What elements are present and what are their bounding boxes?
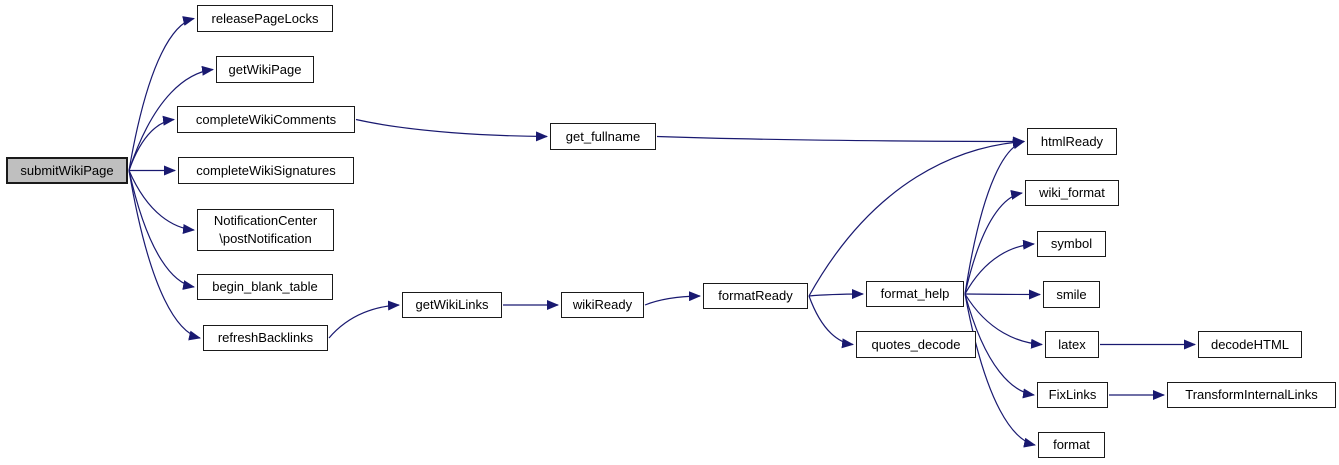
edge-submitWikiPage-to-releasePageLocks bbox=[128, 16, 195, 171]
edge-get_fullname-to-htmlReady bbox=[656, 135, 1025, 147]
graph-node-label: NotificationCenter \postNotification bbox=[213, 213, 318, 246]
edge-submitWikiPage-to-refreshBacklinks bbox=[128, 170, 201, 341]
graph-node-get_fullname[interactable]: get_fullname bbox=[550, 123, 656, 150]
graph-node-wiki_format[interactable]: wiki_format bbox=[1025, 180, 1119, 206]
graph-node-smile[interactable]: smile bbox=[1043, 281, 1100, 308]
graph-node-latex[interactable]: latex bbox=[1045, 331, 1099, 358]
edge-format_help-to-latex bbox=[964, 293, 1043, 349]
graph-node-label: TransformInternalLinks bbox=[1185, 387, 1318, 403]
graph-node-formatReady[interactable]: formatReady bbox=[703, 283, 808, 309]
graph-node-label: getWikiLinks bbox=[415, 297, 489, 313]
graph-node-label: quotes_decode bbox=[871, 336, 961, 352]
edge-wikiReady-to-formatReady bbox=[644, 291, 701, 306]
graph-node-submitWikiPage[interactable]: submitWikiPage bbox=[6, 157, 128, 184]
graph-node-completeWikiSignatures[interactable]: completeWikiSignatures bbox=[178, 157, 354, 184]
graph-node-FixLinks[interactable]: FixLinks bbox=[1037, 382, 1108, 408]
graph-node-postNotification[interactable]: NotificationCenter \postNotification bbox=[197, 209, 334, 251]
edge-submitWikiPage-to-begin_blank_table bbox=[128, 170, 195, 290]
edge-formatReady-to-htmlReady bbox=[808, 137, 1025, 297]
edge-format_help-to-smile bbox=[964, 289, 1041, 300]
edge-format_help-to-wiki_format bbox=[964, 190, 1023, 295]
graph-node-getWikiLinks[interactable]: getWikiLinks bbox=[402, 292, 502, 318]
graph-node-decodeHTML[interactable]: decodeHTML bbox=[1198, 331, 1302, 358]
graph-node-label: get_fullname bbox=[565, 128, 641, 144]
graph-node-label: refreshBacklinks bbox=[217, 330, 314, 346]
graph-node-label: wikiReady bbox=[572, 297, 633, 313]
graph-node-wikiReady[interactable]: wikiReady bbox=[561, 292, 644, 318]
graph-node-label: begin_blank_table bbox=[212, 279, 318, 295]
graph-node-label: completeWikiComments bbox=[195, 111, 337, 127]
edge-submitWikiPage-to-completeWikiComments bbox=[128, 115, 175, 171]
edge-format_help-to-htmlReady bbox=[964, 139, 1025, 295]
graph-node-label: latex bbox=[1058, 336, 1086, 352]
edge-completeWikiComments-to-get_fullname bbox=[355, 118, 548, 142]
graph-node-htmlReady[interactable]: htmlReady bbox=[1027, 128, 1117, 155]
graph-node-symbol[interactable]: symbol bbox=[1037, 231, 1106, 257]
graph-node-format_help[interactable]: format_help bbox=[866, 281, 964, 307]
graph-node-refreshBacklinks[interactable]: refreshBacklinks bbox=[203, 325, 328, 351]
graph-node-releasePageLocks[interactable]: releasePageLocks bbox=[197, 5, 333, 32]
graph-node-label: decodeHTML bbox=[1210, 336, 1290, 352]
edge-format_help-to-FixLinks bbox=[964, 293, 1035, 399]
graph-node-completeWikiComments[interactable]: completeWikiComments bbox=[177, 106, 355, 133]
edge-formatReady-to-format_help bbox=[808, 289, 864, 300]
graph-node-label: symbol bbox=[1050, 236, 1093, 252]
edge-formatReady-to-quotes_decode bbox=[808, 295, 854, 349]
edge-format_help-to-format bbox=[964, 293, 1036, 448]
edge-submitWikiPage-to-getWikiPage bbox=[128, 65, 214, 171]
graph-node-label: htmlReady bbox=[1040, 133, 1104, 149]
graph-node-TransformInternalLinks[interactable]: TransformInternalLinks bbox=[1167, 382, 1336, 408]
graph-node-format[interactable]: format bbox=[1038, 432, 1105, 458]
graph-node-label: FixLinks bbox=[1048, 387, 1097, 403]
graph-node-label: format bbox=[1053, 437, 1090, 453]
graph-node-label: format_help bbox=[880, 286, 950, 302]
graph-node-getWikiPage[interactable]: getWikiPage bbox=[216, 56, 314, 83]
graph-node-label: formatReady bbox=[718, 288, 793, 304]
graph-node-label: wiki_format bbox=[1039, 185, 1105, 201]
edge-format_help-to-symbol bbox=[964, 239, 1035, 295]
edge-submitWikiPage-to-postNotification bbox=[128, 170, 195, 234]
graph-node-label: smile bbox=[1056, 286, 1087, 302]
graph-node-label: completeWikiSignatures bbox=[196, 162, 336, 178]
edge-refreshBacklinks-to-getWikiLinks bbox=[328, 300, 400, 339]
graph-node-label: getWikiPage bbox=[228, 61, 302, 77]
graph-node-quotes_decode[interactable]: quotes_decode bbox=[856, 331, 976, 358]
graph-node-label: releasePageLocks bbox=[211, 10, 319, 26]
graph-node-label: submitWikiPage bbox=[20, 162, 114, 178]
graph-node-begin_blank_table[interactable]: begin_blank_table bbox=[197, 274, 333, 300]
